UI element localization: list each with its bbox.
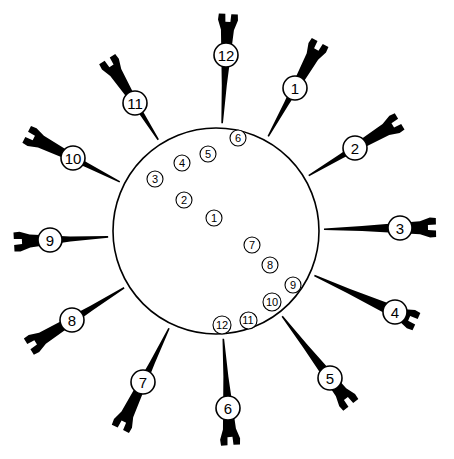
tool-blade xyxy=(99,54,167,145)
callout-number: 10 xyxy=(65,151,82,166)
circle-shape xyxy=(263,293,281,311)
sequence-number-circle: 6 xyxy=(229,129,247,147)
callout-number: 7 xyxy=(249,240,255,251)
tool-blade xyxy=(213,338,240,446)
circle-shape xyxy=(131,370,155,394)
callout-number: 10 xyxy=(266,297,278,308)
tool-number-circle: 11 xyxy=(122,90,148,116)
callout-number: 5 xyxy=(326,371,334,386)
tool-group xyxy=(13,13,436,445)
tool-blade xyxy=(13,227,108,252)
tool-number-circle: 9 xyxy=(37,227,63,253)
circle-shape xyxy=(200,146,216,162)
sequence-number-circle: 2 xyxy=(175,191,193,209)
tool-blade xyxy=(22,125,124,190)
circle-shape xyxy=(285,277,301,293)
circle-shape xyxy=(240,312,257,329)
tool-number-circle: 3 xyxy=(387,215,413,241)
tool-blade xyxy=(212,13,238,123)
circle-shape xyxy=(244,237,260,253)
circle-shape xyxy=(206,210,222,226)
circle-shape xyxy=(60,308,84,332)
callout-number: 8 xyxy=(68,313,76,328)
circle-shape xyxy=(174,155,190,171)
callout-number: 7 xyxy=(139,375,147,390)
tool-number-circle: 10 xyxy=(60,145,86,171)
tool-number-circle: 6 xyxy=(215,395,241,421)
sequence-number-circle: 3 xyxy=(146,170,164,188)
callout-number: 1 xyxy=(291,81,299,96)
circle-shape xyxy=(147,171,163,187)
sequence-number-circle: 7 xyxy=(243,236,261,254)
tool-number-circle: 8 xyxy=(59,307,85,333)
callout-number: 2 xyxy=(181,195,187,206)
circle-shape xyxy=(283,76,307,100)
callout-number: 11 xyxy=(127,96,143,111)
circle-shape xyxy=(61,146,85,170)
circle-shape xyxy=(262,257,278,273)
circle-shape xyxy=(38,228,62,252)
circle-shape xyxy=(230,130,246,146)
callout-number: 6 xyxy=(224,401,232,416)
circle-shape xyxy=(388,216,412,240)
tool-blade xyxy=(324,217,436,239)
sequence-number-circle: 5 xyxy=(199,145,217,163)
circle-shape xyxy=(123,91,147,115)
tool-blade xyxy=(111,324,178,433)
circle-shape xyxy=(383,300,407,324)
circle-shape xyxy=(318,366,342,390)
callout-number: 5 xyxy=(205,149,211,160)
sequence-number-circle: 9 xyxy=(284,276,302,294)
tool-number-circle: 5 xyxy=(317,365,343,391)
tool-blade xyxy=(24,279,130,355)
sequence-number-circle: 8 xyxy=(261,256,279,274)
callout-number: 2 xyxy=(351,141,359,156)
tool-number-circle: 4 xyxy=(382,299,408,325)
sequence-number-circle: 1 xyxy=(205,209,223,227)
callout-number: 3 xyxy=(152,174,158,185)
callout-number: 6 xyxy=(235,133,241,144)
callout-number: 9 xyxy=(290,280,296,291)
ring-outline xyxy=(113,128,319,334)
tool-blade xyxy=(310,266,420,330)
sequence-number-circle: 12 xyxy=(212,315,232,335)
tool-blade xyxy=(304,113,405,184)
callout-number: 1 xyxy=(211,213,217,224)
callout-number: 3 xyxy=(396,221,404,236)
sequence-number-circle: 10 xyxy=(262,292,282,312)
circle-shape xyxy=(214,43,238,67)
callout-number: 4 xyxy=(179,158,185,169)
callout-number: 9 xyxy=(46,233,54,248)
circle-shape xyxy=(343,136,367,160)
circle-shape xyxy=(213,316,231,334)
callout-number: 11 xyxy=(242,315,253,326)
tool-blade xyxy=(274,310,358,411)
tool-number-circle: 12 xyxy=(213,42,239,68)
callout-number: 12 xyxy=(218,48,235,63)
tool-number-circle: 2 xyxy=(342,135,368,161)
sequence-number-circle: 4 xyxy=(173,154,191,172)
circle-shape xyxy=(176,192,192,208)
circle-shape xyxy=(216,396,240,420)
tool-number-circle: 7 xyxy=(130,369,156,395)
callout-number: 12 xyxy=(216,320,228,331)
callout-number: 4 xyxy=(391,305,399,320)
sequence-number-circle: 11 xyxy=(239,311,258,330)
tool-blade xyxy=(259,38,328,142)
callout-number: 8 xyxy=(267,260,273,271)
tool-number-circle: 1 xyxy=(282,75,308,101)
